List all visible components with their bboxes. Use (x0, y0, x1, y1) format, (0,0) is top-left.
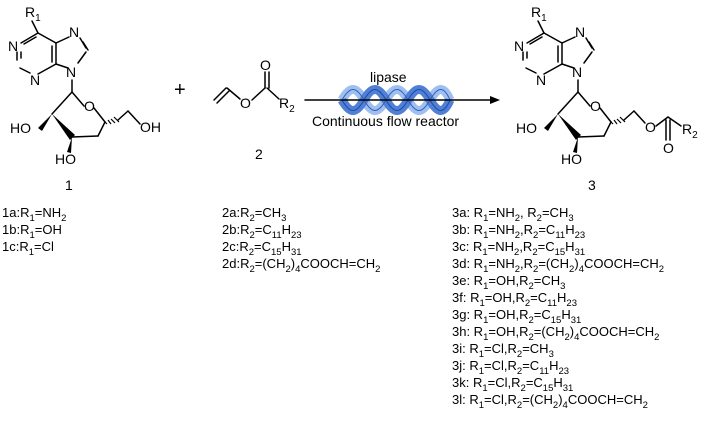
atom-n3: N (30, 72, 40, 88)
atom-ho-2: HO (10, 120, 31, 136)
atom-n9: N (66, 64, 76, 80)
atom-n1: N (8, 38, 18, 54)
variant-2d: 2d:R2=(CH2)4COOCH=CH2 (222, 256, 380, 275)
reactant2-variant-list: 2a:R2=CH3 2b:R2=C11H23 2c:R2=C15H31 2d:R… (222, 205, 380, 275)
variant-2c: 2c:R2=C15H31 (222, 239, 302, 258)
atom-n7: N (69, 24, 79, 40)
arrow-label-reactor: Continuous flow reactor (312, 113, 459, 129)
variant-3i: 3i: R1=Cl,R2=CH3 (452, 341, 554, 360)
product-atom-n1: N (514, 38, 524, 54)
variant-1c: 1c:R1=Cl (2, 239, 54, 258)
reactant1-variant-list: 1a:R1=NH2 1b:R1=OH 1c:R1=Cl (2, 205, 66, 258)
compound-label-3: 3 (588, 177, 596, 193)
product-atom-ho-2: HO (516, 120, 537, 136)
variant-2b: 2b:R2=C11H23 (222, 222, 302, 241)
variant-3l: 3l: R1=Cl,R2=(CH2)4COOCH=CH2 (452, 392, 648, 411)
reaction-arrow: lipase Continuous flow reactor (304, 69, 500, 129)
atom-o-carbonyl: O (260, 57, 271, 73)
plus-sign: + (174, 79, 186, 101)
product-variant-list: 3a: R1=NH2, R2=CH3 3b: R1=NH2,R2=C11H23 … (452, 205, 664, 411)
product-atom-ho-3: HO (561, 151, 582, 167)
product-r2-label: R2 (682, 121, 698, 141)
product-atom-o-ring: O (590, 98, 601, 114)
product-atom-o-carbonyl: O (663, 140, 674, 156)
variant-3h: 3h: R1=OH,R2=(CH2)4COOCH=CH2 (452, 324, 659, 343)
product-r1-label: R1 (531, 4, 547, 24)
compound-label-2: 2 (255, 146, 263, 162)
arrow-label-lipase: lipase (370, 69, 407, 85)
compound-label-1: 1 (65, 177, 73, 193)
nucleoside-structure-1: R1 N N N N O HO HO (8, 4, 161, 193)
variant-2a: 2a:R2=CH3 (222, 205, 286, 224)
product-atom-n3: N (536, 72, 546, 88)
atom-o-ester: O (240, 95, 251, 111)
atom-o-ring: O (84, 98, 95, 114)
atom-ho-3: HO (55, 151, 76, 167)
variant-3a: 3a: R1=NH2, R2=CH3 (452, 205, 574, 224)
product-structure-3: R1 N N N N O HO HO (514, 4, 698, 193)
lipase-helix-icon (338, 85, 455, 115)
variant-3e: 3e: R1=OH,R2=CH3 (452, 273, 565, 292)
r1-label: R1 (25, 4, 41, 24)
atom-oh-5: OH (140, 119, 161, 135)
variant-1a: 1a:R1=NH2 (2, 205, 66, 224)
r2-label: R2 (279, 95, 295, 115)
variant-1b: 1b:R1=OH (2, 222, 62, 241)
product-atom-n9: N (572, 64, 582, 80)
variant-3d: 3d: R1=NH2,R2=(CH2)4COOCH=CH2 (452, 256, 664, 275)
product-atom-o-ester: O (645, 119, 656, 135)
vinyl-ester-structure-2: O O R2 2 (213, 57, 295, 162)
product-atom-n7: N (575, 24, 585, 40)
